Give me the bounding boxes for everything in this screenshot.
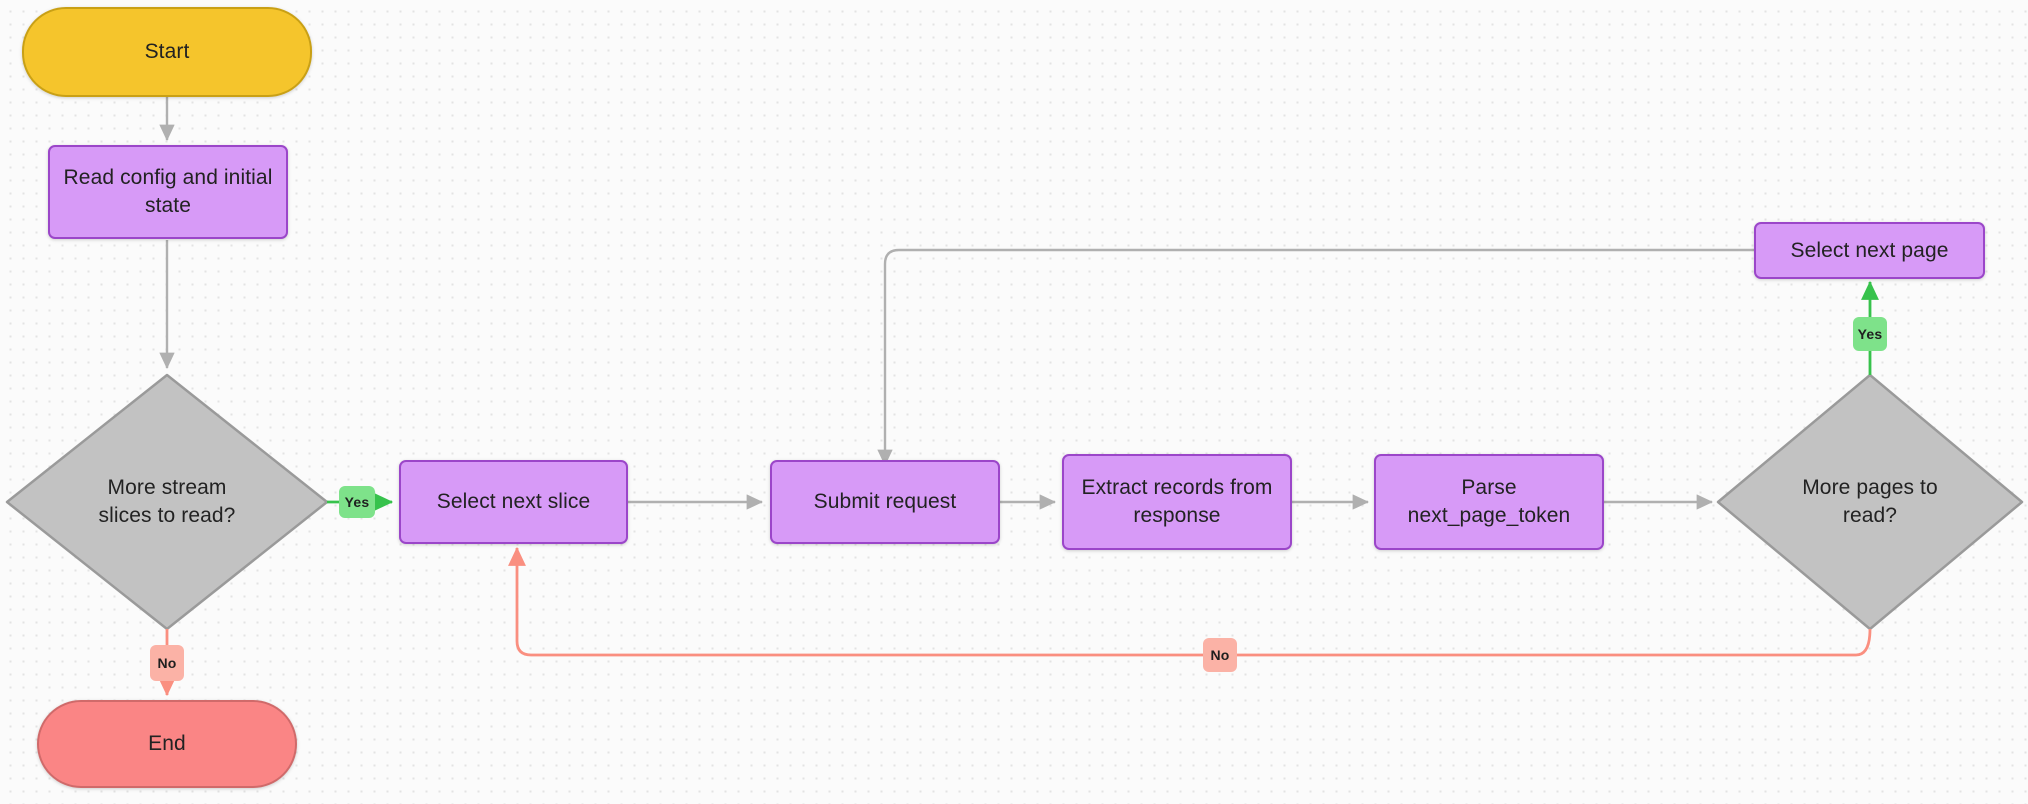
node-extract-records-label: Extract records from response — [1081, 476, 1273, 527]
node-parse-next-page-token[interactable]: Parse next_page_token — [1374, 454, 1604, 550]
node-end[interactable]: End — [37, 700, 297, 788]
node-start[interactable]: Start — [22, 7, 312, 97]
node-more-pages[interactable]: More pages to read? — [1718, 375, 2022, 629]
edge-select-page-to-submit — [877, 248, 1754, 466]
edge-label-pages-yes-text: Yes — [1857, 326, 1883, 342]
node-start-label: Start — [144, 40, 190, 64]
node-submit-request[interactable]: Submit request — [770, 460, 1000, 544]
node-submit-request-label: Submit request — [813, 490, 957, 514]
node-end-label: End — [148, 732, 186, 756]
node-select-next-slice[interactable]: Select next slice — [399, 460, 628, 544]
node-more-pages-label: More pages to read? — [1802, 476, 1938, 527]
node-more-stream-slices-label: More stream slices to read? — [98, 476, 236, 527]
node-parse-next-page-token-label: Parse next_page_token — [1407, 476, 1571, 527]
edge-label-slices-no[interactable]: No — [150, 645, 184, 681]
edge-label-slices-yes-text: Yes — [344, 494, 370, 510]
node-extract-records[interactable]: Extract records from response — [1062, 454, 1292, 550]
edge-label-pages-yes[interactable]: Yes — [1853, 317, 1887, 351]
edge-label-slices-no-text: No — [157, 655, 177, 671]
node-select-next-page[interactable]: Select next page — [1754, 222, 1985, 279]
node-more-stream-slices[interactable]: More stream slices to read? — [7, 375, 327, 629]
edge-label-pages-no[interactable]: No — [1203, 638, 1237, 672]
edge-label-pages-no-text: No — [1210, 647, 1230, 663]
node-read-config-label: Read config and initial state — [63, 166, 273, 217]
node-read-config[interactable]: Read config and initial state — [48, 145, 288, 239]
node-select-next-slice-label: Select next slice — [436, 490, 591, 514]
edge-label-slices-yes[interactable]: Yes — [339, 486, 375, 518]
edge-more-pages-no-to-select-slice — [508, 546, 1872, 657]
node-select-next-page-label: Select next page — [1790, 238, 1949, 262]
